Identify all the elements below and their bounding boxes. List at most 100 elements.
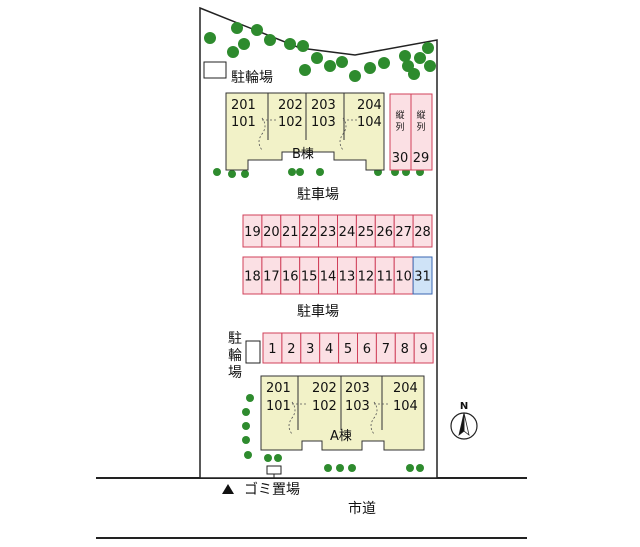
parking-slot-9: 9 <box>420 342 428 357</box>
parking-slot-24: 24 <box>339 225 356 240</box>
garbage-label: ゴミ置場 <box>244 481 300 498</box>
tree-icon <box>299 64 311 76</box>
tree-icon <box>297 40 309 52</box>
tree-icon <box>231 22 243 34</box>
tree-icon <box>364 62 376 74</box>
b-room-102: 102 <box>278 115 303 130</box>
tree-icon <box>228 170 236 178</box>
tree-icon <box>246 394 254 402</box>
b-room-103: 103 <box>311 115 336 130</box>
tree-icon <box>406 464 414 472</box>
parking-slot-13: 13 <box>339 270 356 285</box>
vertical-row-label-2b: 列 <box>416 121 425 133</box>
parking-slot-27: 27 <box>395 225 412 240</box>
a-room-203: 203 <box>345 381 370 396</box>
tree-icon <box>316 168 324 176</box>
tree-icon <box>296 168 304 176</box>
parking-lot-label-lower: 駐車場 <box>297 303 339 320</box>
tree-icon <box>242 436 250 444</box>
vertical-parking: 縦 列 縦 列 30 29 <box>389 93 433 171</box>
parking-slot-31: 31 <box>414 270 431 285</box>
b-room-104: 104 <box>357 115 382 130</box>
vertical-row-label-2a: 縦 <box>416 109 425 121</box>
b-room-203: 203 <box>311 98 336 113</box>
parking-slot-4: 4 <box>325 342 333 357</box>
tree-icon <box>274 454 282 462</box>
a-room-101: 101 <box>266 399 291 414</box>
a-room-102: 102 <box>312 399 337 414</box>
parking-slot-6: 6 <box>363 342 371 357</box>
building-b-label: B棟 <box>292 147 314 162</box>
parking-slot-3: 3 <box>306 342 314 357</box>
tree-icon <box>241 170 249 178</box>
road-label: 市道 <box>348 500 376 517</box>
parking-slot-7: 7 <box>382 342 390 357</box>
north-arrow-icon <box>450 412 478 440</box>
tree-icon <box>422 42 434 54</box>
bicycle-parking-left-char3: 場 <box>228 365 242 381</box>
parking-slot-18: 18 <box>244 270 261 285</box>
parking-slot-28: 28 <box>414 225 431 240</box>
tree-icon <box>238 38 250 50</box>
tree-icon <box>284 38 296 50</box>
tree-icon <box>227 46 239 58</box>
a-room-103: 103 <box>345 399 370 414</box>
parking-slot-11: 11 <box>376 270 393 285</box>
parking-slot-14: 14 <box>320 270 337 285</box>
parking-slot-15: 15 <box>301 270 318 285</box>
tree-icon <box>414 52 426 64</box>
a-room-104: 104 <box>393 399 418 414</box>
parking-slot-box-9 <box>413 332 434 364</box>
b-room-204: 204 <box>357 98 382 113</box>
tree-icon <box>251 24 263 36</box>
a-room-201: 201 <box>266 381 291 396</box>
building-b: 201 202 203 204 101 102 103 104 B棟 <box>225 92 385 171</box>
vertical-row-label-1b: 列 <box>395 121 404 133</box>
bicycle-parking-top-label: 駐輪場 <box>231 69 273 86</box>
b-room-202: 202 <box>278 98 303 113</box>
tree-icon <box>242 408 250 416</box>
tree-icon <box>242 422 250 430</box>
parking-slot-19: 19 <box>244 225 261 240</box>
a-room-202: 202 <box>312 381 337 396</box>
north-label: N <box>460 401 468 412</box>
tree-icon <box>416 464 424 472</box>
parking-slot-26: 26 <box>376 225 393 240</box>
b-room-101: 101 <box>231 115 256 130</box>
parking-slot-12: 12 <box>358 270 375 285</box>
bicycle-parking-left-box <box>245 340 261 364</box>
a-room-204: 204 <box>393 381 418 396</box>
parking-slot-16: 16 <box>282 270 299 285</box>
trees <box>204 22 436 472</box>
parking-slot-box-28 <box>412 214 433 248</box>
tree-icon <box>424 60 436 72</box>
building-a-label: A棟 <box>330 429 352 444</box>
parking-lot-label-upper: 駐車場 <box>297 186 339 203</box>
parking-slot-8: 8 <box>401 342 409 357</box>
building-a: 201 202 203 204 101 102 103 104 A棟 <box>260 375 425 451</box>
tree-icon <box>213 168 221 176</box>
parking-slot-5: 5 <box>344 342 352 357</box>
parking-slot-1: 1 <box>268 342 276 357</box>
parking-slot-29: 29 <box>413 151 430 166</box>
bicycle-parking-left-char1: 駐 <box>228 331 242 347</box>
tree-icon <box>402 60 414 72</box>
tree-icon <box>349 70 361 82</box>
tree-icon <box>378 57 390 69</box>
tree-icon <box>348 464 356 472</box>
parking-slot-20: 20 <box>263 225 280 240</box>
tree-icon <box>264 454 272 462</box>
tree-icon <box>324 464 332 472</box>
bicycle-parking-top-box <box>203 61 227 79</box>
parking-slot-10: 10 <box>395 270 412 285</box>
parking-slot-23: 23 <box>320 225 337 240</box>
tree-icon <box>311 52 323 64</box>
bicycle-parking-left-char2: 輪 <box>228 347 242 364</box>
parking-slot-2: 2 <box>287 342 295 357</box>
tree-icon <box>336 464 344 472</box>
tree-icon <box>244 451 252 459</box>
